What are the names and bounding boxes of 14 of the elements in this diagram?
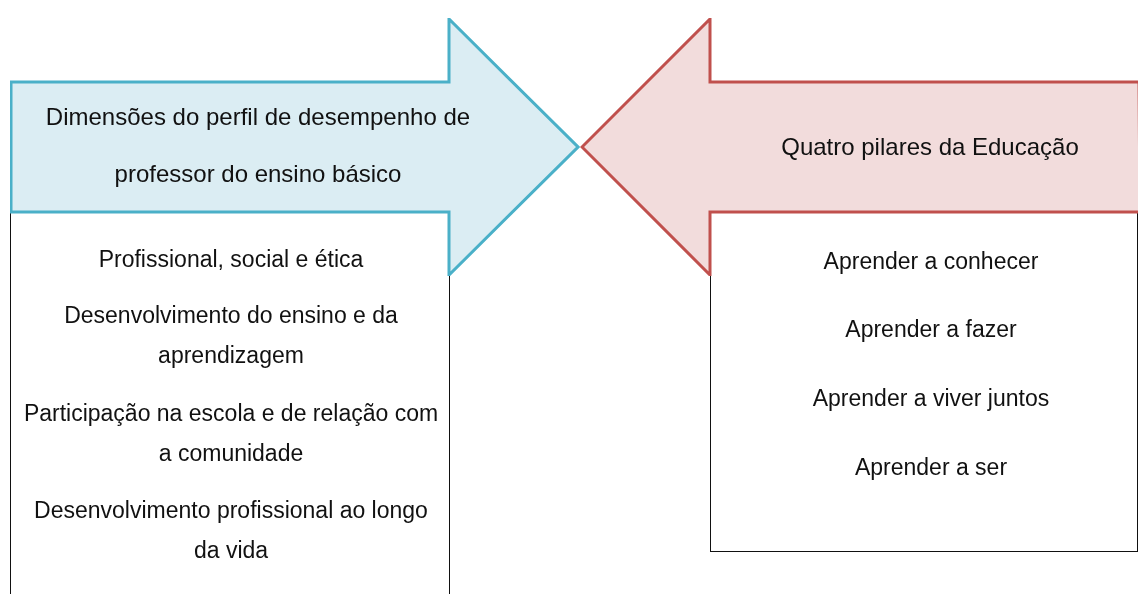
list-item: Aprender a viver juntos <box>811 384 1051 413</box>
list-box <box>710 212 1138 552</box>
list-box <box>10 212 450 594</box>
arrow-heading: Dimensões do perfil de desempenho de professor do ensino básico <box>44 102 472 189</box>
list-item: Participação na escola e de relação com a comunidade <box>22 399 440 468</box>
arrow-heading: Quatro pilares da Educação <box>780 132 1080 162</box>
right-arrow-shape <box>10 18 580 276</box>
left-arrow-shape <box>580 18 1138 276</box>
list-item: Profissional, social e ética <box>97 245 365 274</box>
list-item: Aprender a ser <box>853 453 1009 482</box>
list-item: Desenvolvimento profissional ao longo da vida <box>33 496 429 565</box>
list-item: Desenvolvimento do ensino e da aprendizagem <box>63 301 399 370</box>
list-item: Aprender a conhecer <box>822 247 1040 276</box>
list-item: Aprender a fazer <box>844 315 1018 344</box>
